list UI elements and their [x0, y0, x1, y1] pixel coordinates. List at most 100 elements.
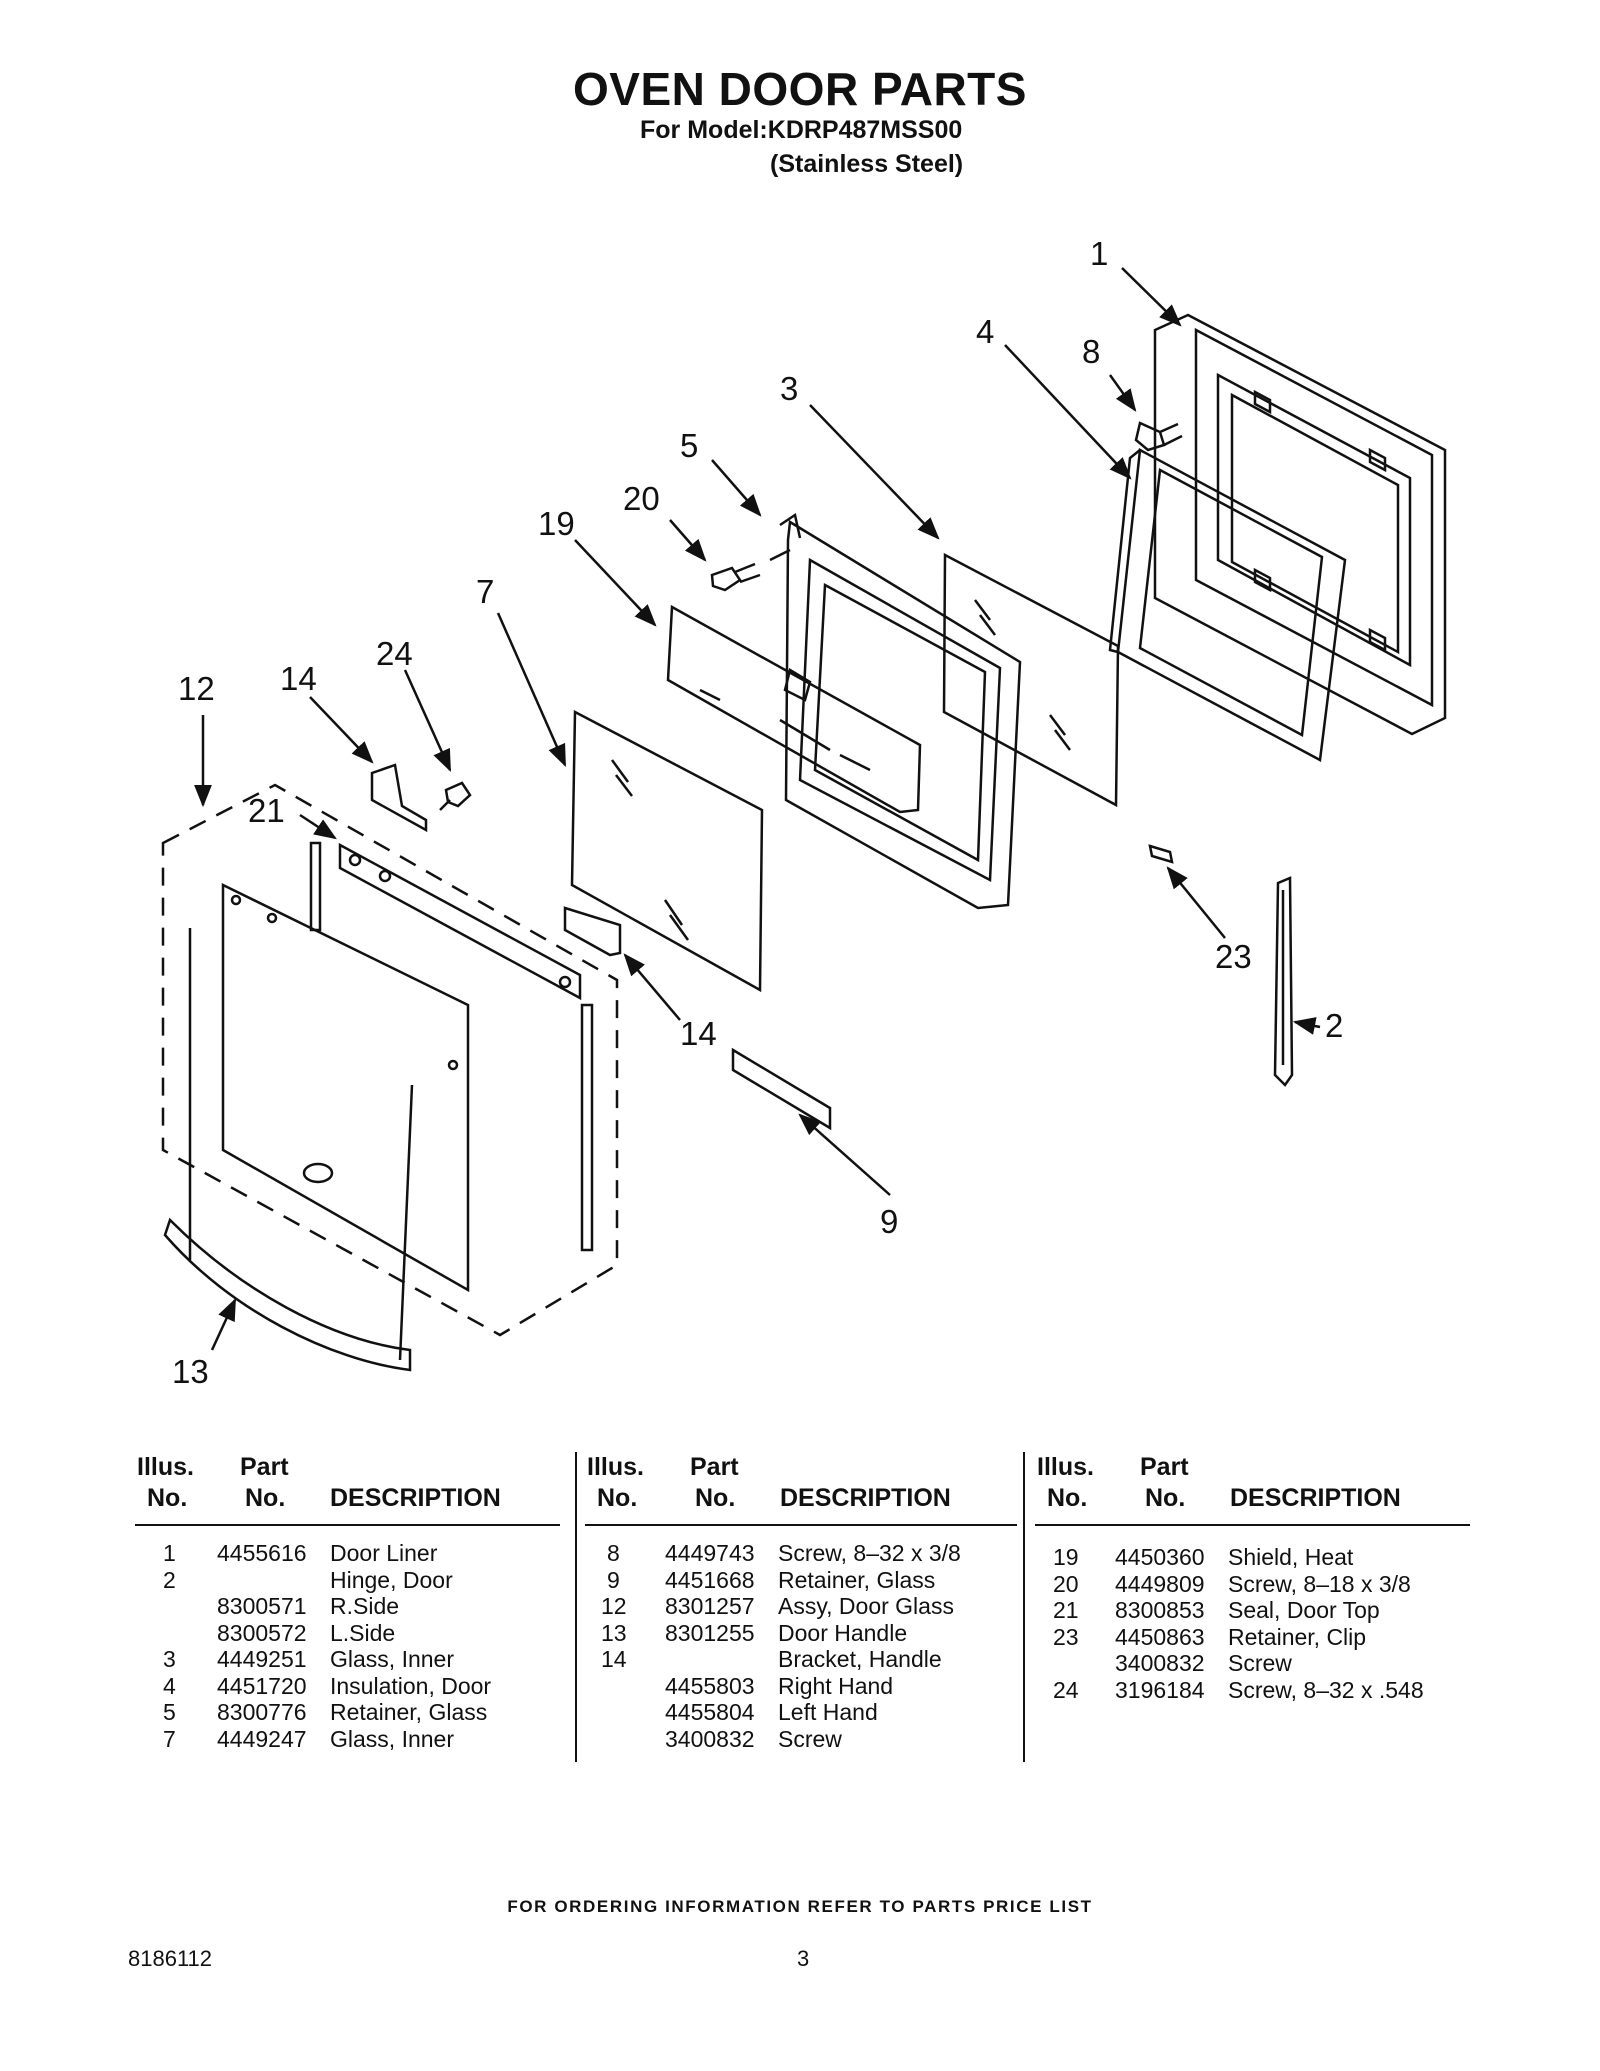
- description: Shield, Heat: [1228, 1544, 1354, 1570]
- retainer-clip-part-23: [1148, 844, 1174, 864]
- description: R.Side: [330, 1593, 400, 1619]
- part-no: 4451720: [217, 1672, 307, 1699]
- table-header: Illus. No. Part No. DESCRIPTION: [135, 1452, 565, 1522]
- table-row: 12 8301257 Assy, Door Glass: [585, 1593, 1015, 1620]
- part-no: 4449247: [217, 1725, 307, 1752]
- leader-7: [496, 612, 567, 768]
- insulation-door-part: [1108, 448, 1347, 762]
- header-illus-1: Illus.: [1037, 1453, 1094, 1481]
- table-row: 20 4449809 Screw, 8–18 x 3/8: [1035, 1571, 1475, 1598]
- header-rule: [135, 1524, 560, 1526]
- leader-5: [711, 459, 762, 517]
- header-illus-2: No.: [1047, 1484, 1088, 1512]
- retainer-glass-part-9: [731, 1047, 832, 1131]
- description: Screw: [778, 1725, 842, 1752]
- description: Hinge, Door: [330, 1566, 453, 1593]
- part-no: 8301257: [665, 1593, 755, 1619]
- part-no: 4449809: [1115, 1570, 1205, 1597]
- callout-2: 2: [1325, 1007, 1343, 1044]
- leader-14-lower: [623, 953, 681, 1021]
- part-no: 4451668: [665, 1566, 755, 1593]
- description: Screw, 8–18 x 3/8: [1228, 1570, 1411, 1597]
- document-number: 8186112: [128, 1946, 213, 1971]
- leader-13: [210, 1297, 237, 1351]
- callout-21: 21: [248, 792, 285, 829]
- column-divider-2: [1023, 1452, 1025, 1762]
- bracket-handle-part-14-upper: [370, 763, 428, 833]
- illus-no: 12: [601, 1593, 627, 1619]
- callout-5: 5: [680, 427, 698, 464]
- description: Retainer, Clip: [1228, 1623, 1367, 1650]
- model-line: For Model:KDRP487MSS00: [640, 116, 963, 144]
- part-no: 4455616: [217, 1540, 307, 1566]
- description: Screw, 8–32 x 3/8: [778, 1540, 961, 1566]
- leader-9: [798, 1113, 891, 1196]
- door-liner-part: [1153, 313, 1447, 736]
- page-number: 3: [797, 1946, 810, 1971]
- leader-23: [1166, 866, 1226, 939]
- header-description: DESCRIPTION: [1230, 1484, 1401, 1512]
- description: Retainer, Glass: [778, 1566, 936, 1593]
- callout-1: 1: [1090, 235, 1108, 272]
- description: L.Side: [330, 1619, 396, 1646]
- callout-14-lower: 14: [680, 1015, 717, 1052]
- header-rule: [1035, 1524, 1470, 1526]
- callout-13: 13: [172, 1353, 209, 1390]
- part-no: 3400832: [665, 1725, 755, 1752]
- table-row: 1 4455616 Door Liner: [135, 1540, 565, 1567]
- header-illus-1: Illus.: [587, 1453, 644, 1481]
- part-no: 8301255: [665, 1619, 755, 1646]
- description: Door Liner: [330, 1540, 438, 1566]
- side-seal-strips: [309, 841, 594, 1252]
- door-handle-part-13: [163, 1217, 412, 1372]
- callout-3: 3: [780, 370, 798, 407]
- illus-no: 5: [163, 1699, 176, 1725]
- description: Left Hand: [778, 1699, 878, 1725]
- callout-12: 12: [178, 670, 215, 707]
- header-rule: [585, 1524, 1017, 1526]
- part-no: 3400832: [1115, 1650, 1205, 1676]
- part-no: 8300853: [1115, 1597, 1205, 1623]
- callout-8: 8: [1082, 333, 1100, 370]
- description: Bracket, Handle: [778, 1646, 942, 1672]
- description: Assy, Door Glass: [778, 1593, 954, 1619]
- part-no: 4449743: [665, 1540, 755, 1566]
- header-illus-1: Illus.: [137, 1453, 194, 1481]
- callout-20: 20: [623, 480, 660, 517]
- callout-9: 9: [880, 1203, 898, 1240]
- illus-no: 1: [163, 1540, 176, 1566]
- table-header: Illus. No. Part No. DESCRIPTION: [1035, 1452, 1475, 1522]
- illus-no: 14: [601, 1646, 627, 1672]
- screw-part-24: [439, 781, 472, 811]
- header-part-1: Part: [1140, 1453, 1189, 1481]
- table-row: 3400832 Screw: [585, 1726, 1015, 1753]
- part-no: 4450360: [1115, 1544, 1205, 1570]
- part-no: 8300572: [217, 1619, 307, 1646]
- description: Glass, Inner: [330, 1725, 454, 1752]
- header-part-1: Part: [240, 1453, 289, 1481]
- leader-21: [299, 813, 337, 840]
- description: Insulation, Door: [330, 1672, 492, 1699]
- header-illus-2: No.: [147, 1484, 188, 1512]
- header-part-1: Part: [690, 1453, 739, 1481]
- description: Right Hand: [778, 1672, 894, 1699]
- column-divider-1: [575, 1452, 577, 1762]
- leader-14-upper: [309, 696, 374, 764]
- part-no: 4449251: [217, 1646, 307, 1672]
- illus-no: 20: [1053, 1570, 1079, 1597]
- leader-20: [669, 519, 707, 562]
- header-part-2: No.: [245, 1484, 286, 1512]
- hinge-door-part-2: [1273, 876, 1294, 1087]
- illus-no: 24: [1053, 1676, 1079, 1703]
- description: Glass, Inner: [330, 1646, 454, 1672]
